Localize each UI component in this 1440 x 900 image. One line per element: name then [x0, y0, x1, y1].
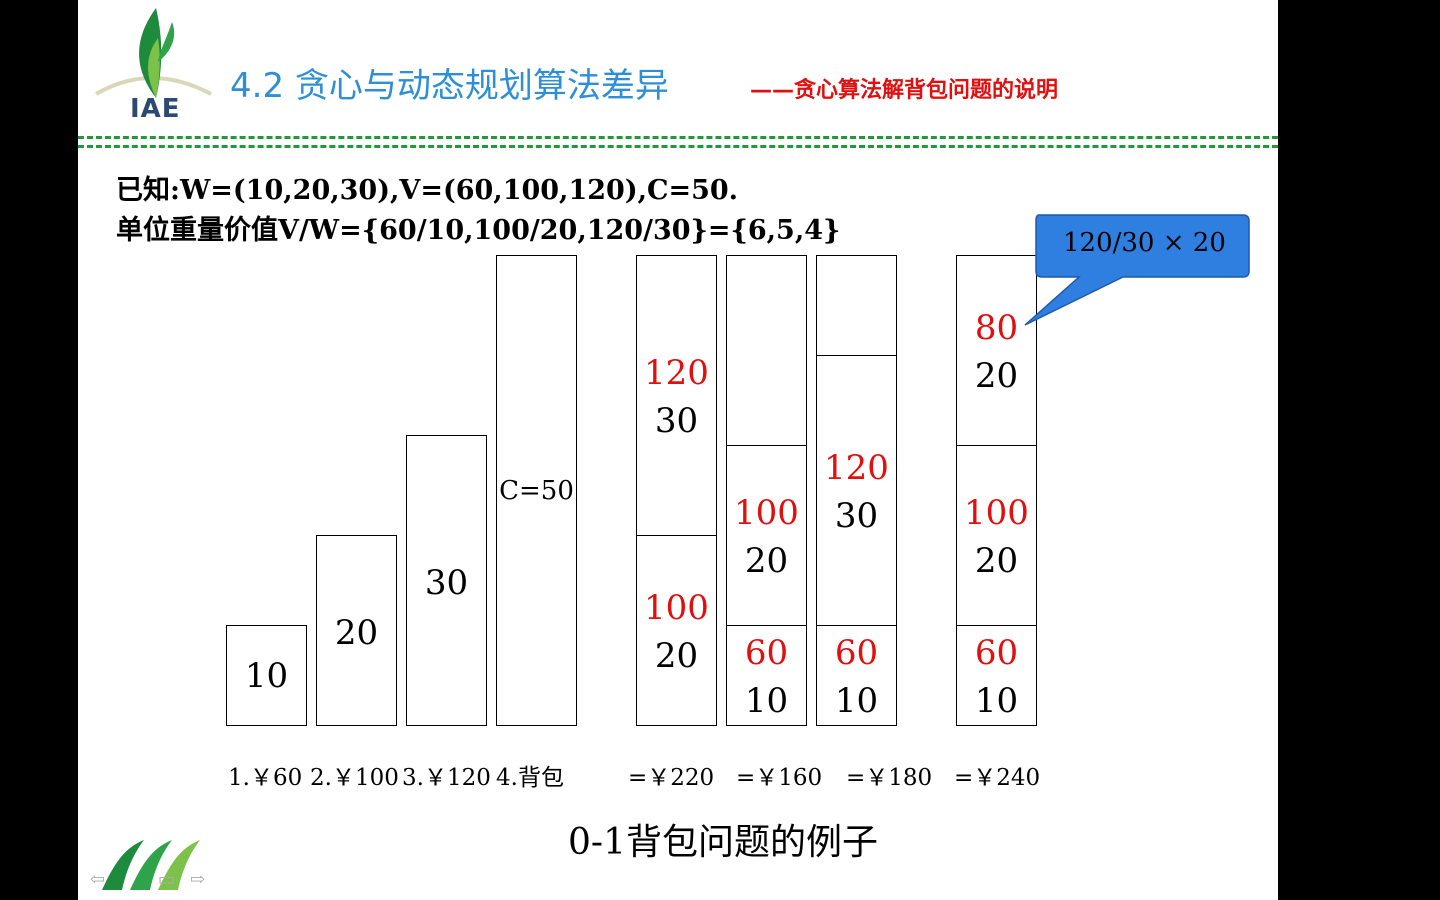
solution-3-empty-segment: [816, 255, 897, 356]
logo-text: IAE: [130, 94, 181, 124]
segment-weight: 20: [654, 636, 699, 676]
solution-4-segment-2: 100 20: [956, 445, 1037, 626]
solution-3-segment-2: 120 30: [816, 355, 897, 626]
solution-caption-1: =￥220: [628, 765, 715, 791]
segment-weight: 30: [834, 496, 879, 536]
segment-weight: 10: [744, 681, 789, 721]
home-icon[interactable]: ▭: [158, 869, 176, 890]
divider-bottom: [78, 145, 1278, 148]
slide: IAE 4.2 贪心与动态规划算法差异 ——贪心算法解背包问题的说明 已知:W=…: [78, 0, 1278, 900]
next-arrow-icon[interactable]: ⇨: [190, 869, 206, 890]
segment-value: 120: [824, 448, 889, 488]
item-caption-4: 4.背包: [496, 765, 564, 791]
segment-value: 120: [644, 353, 709, 393]
solution-caption-4: =￥240: [954, 765, 1041, 791]
segment-value: 60: [974, 633, 1019, 673]
item-weight: 10: [244, 656, 289, 696]
segment-weight: 20: [974, 541, 1019, 581]
segment-weight: 20: [974, 356, 1019, 396]
capacity-label: C=50: [499, 476, 574, 506]
unit-value-line: 单位重量价值V/W={60/10,100/20,120/30}={6,5,4}: [116, 215, 841, 246]
segment-weight: 20: [744, 541, 789, 581]
item-weight: 20: [334, 613, 379, 653]
segment-weight: 10: [834, 681, 879, 721]
solution-2-segment-2: 100 20: [726, 445, 807, 626]
solution-caption-2: =￥160: [736, 765, 823, 791]
item-caption-2: 2.￥100: [310, 765, 399, 791]
solution-3-segment-3: 60 10: [816, 625, 897, 726]
solution-1-segment-2: 100 20: [636, 535, 717, 726]
segment-value: 60: [744, 633, 789, 673]
solution-caption-3: =￥180: [846, 765, 933, 791]
solution-2-empty-segment: [726, 255, 807, 446]
item-weight: 30: [424, 563, 469, 603]
callout-text: 120/30 × 20: [1063, 228, 1226, 258]
prev-arrow-icon[interactable]: ⇦: [90, 869, 106, 890]
segment-value: 100: [734, 493, 799, 533]
item-box-3: 30: [406, 435, 487, 726]
knapsack-box: C=50: [496, 255, 577, 726]
divider-top: [78, 136, 1278, 139]
solution-2-segment-3: 60 10: [726, 625, 807, 726]
segment-weight: 10: [974, 681, 1019, 721]
callout-bubble: [1024, 214, 1250, 326]
solution-4-segment-3: 60 10: [956, 625, 1037, 726]
segment-value: 80: [974, 308, 1019, 348]
item-box-2: 20: [316, 535, 397, 726]
segment-value: 100: [964, 493, 1029, 533]
solution-1-segment-1: 120 30: [636, 255, 717, 536]
iae-leaf-logo-icon: [94, 8, 212, 98]
item-box-1: 10: [226, 625, 307, 726]
page-subtitle: ——贪心算法解背包问题的说明: [750, 78, 1059, 103]
segment-weight: 30: [654, 401, 699, 441]
swoosh-logo-icon: [102, 840, 200, 890]
item-caption-3: 3.￥120: [402, 765, 491, 791]
segment-value: 100: [644, 588, 709, 628]
segment-value: 60: [834, 633, 879, 673]
figure-caption: 0-1背包问题的例子: [568, 822, 878, 863]
item-caption-1: 1.￥60: [228, 765, 303, 791]
given-line: 已知:W=(10,20,30),V=(60,100,120),C=50.: [116, 175, 739, 206]
page-title: 4.2 贪心与动态规划算法差异: [230, 66, 669, 106]
solution-4-segment-1: 80 20: [956, 255, 1037, 446]
